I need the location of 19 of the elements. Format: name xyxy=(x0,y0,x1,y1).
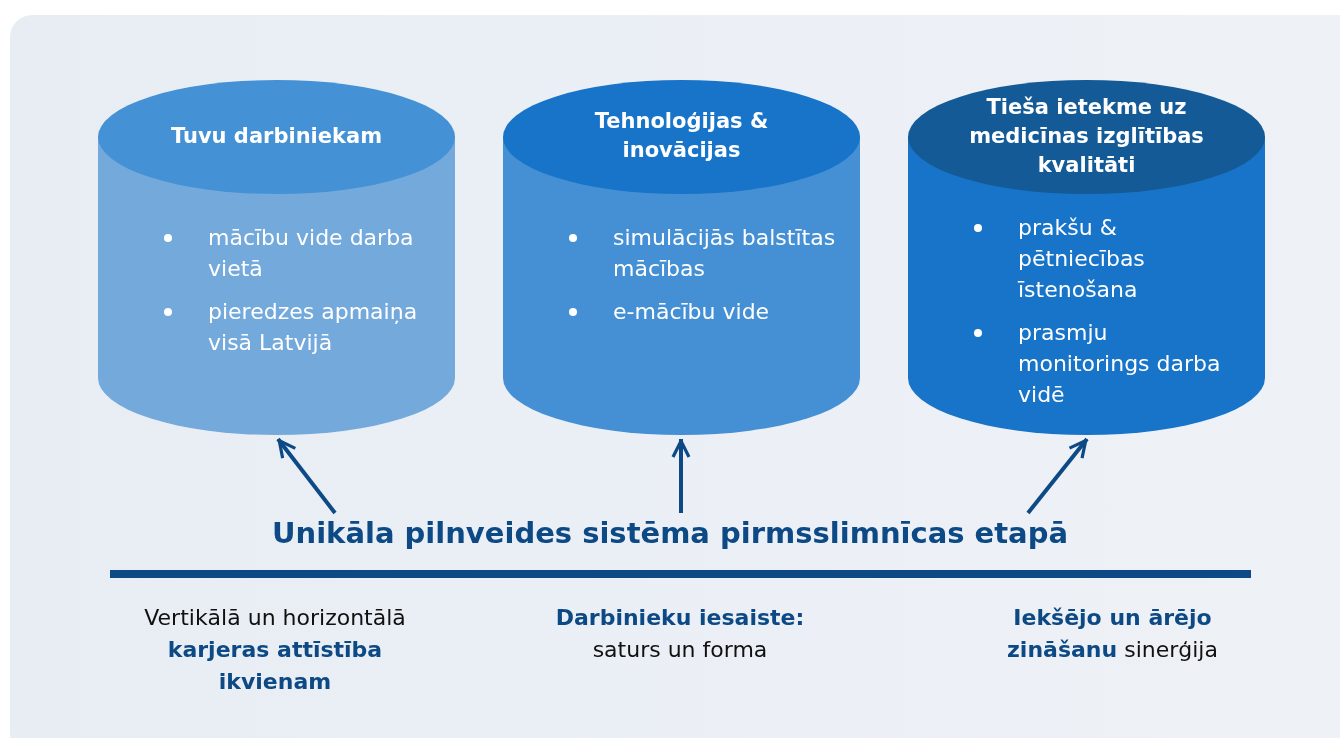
cylinder-shape xyxy=(908,80,1265,435)
caption-text: Darbinieku iesaiste: saturs un forma xyxy=(554,604,806,664)
bullet-text: prakšu & pētniecības īstenošana xyxy=(1018,215,1145,302)
arrow xyxy=(1026,437,1089,515)
cylinder-shape xyxy=(98,80,455,435)
cylinder-heading: Tieša ietekme uz medicīnas izglītības kvalitāti xyxy=(968,93,1205,179)
arrow xyxy=(671,439,691,513)
bullet-text: prasmju monitorings darba vidē xyxy=(1018,320,1221,407)
bullet-text: pieredzes apmaiņa visā Latvijā xyxy=(208,299,418,355)
bullet-text: mācību vide darba vietā xyxy=(208,225,414,281)
arrow xyxy=(276,437,337,515)
bullet-text: e-mācību vide xyxy=(613,299,770,324)
cylinder-heading: Tuvu darbiniekam xyxy=(169,122,384,150)
caption-text: Iekšējo un ārējo zināšanu sinerģija xyxy=(1006,604,1219,664)
bullet-text: simulācijās balstītas mācības xyxy=(613,225,836,281)
cylinder-heading: Tehnoloģijas & inovācijas xyxy=(593,108,770,164)
cylinder-shape xyxy=(503,80,860,435)
caption-text: Vertikālā un horizontālā karjeras attīstība ikvienam xyxy=(143,604,407,696)
main-heading: Unikāla pilnveides sistēma pirmsslimnīcas etapā xyxy=(272,513,1068,553)
